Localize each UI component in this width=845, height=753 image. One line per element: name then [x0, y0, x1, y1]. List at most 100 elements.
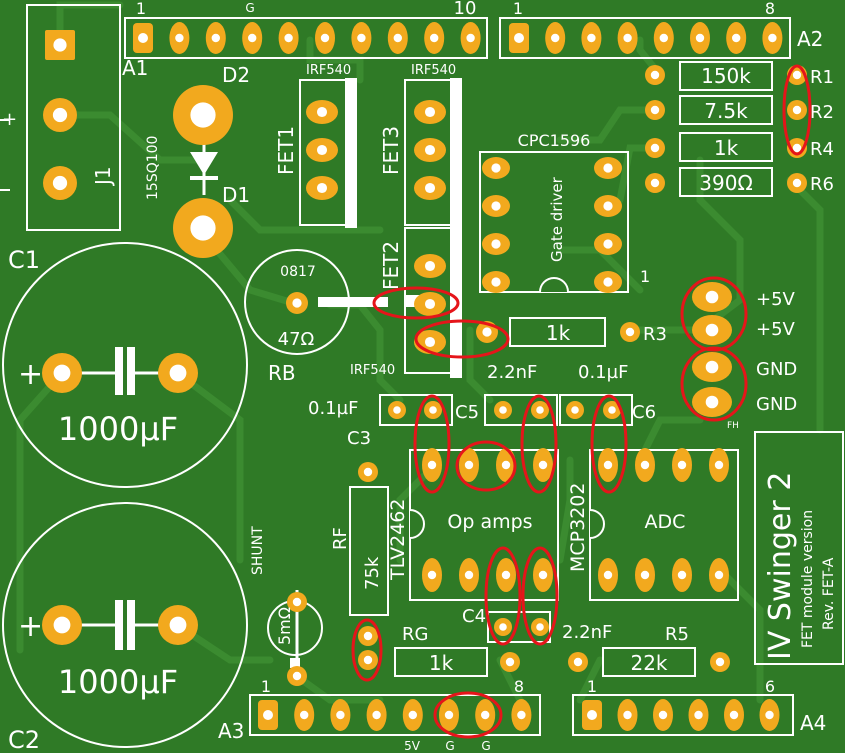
a3-pin-7-hole: [481, 710, 490, 720]
a2-pin-2-hole: [551, 33, 560, 43]
rcol-left-pad-2-hole: [650, 105, 660, 115]
a2-pin1-label: 1: [513, 0, 523, 18]
c2-value: 1000µF: [58, 663, 178, 701]
a1-pin-3-hole: [211, 33, 220, 43]
j1-pin-2-hole: [52, 107, 68, 123]
highlight-mark-6: [413, 394, 451, 494]
rb-label: RB: [268, 361, 296, 385]
a1-pin-2-hole: [175, 33, 184, 43]
a1-pin-g-label: G: [245, 1, 254, 15]
r3-label: R3: [643, 324, 667, 345]
gate-driver-pin-6-hole: [603, 239, 613, 249]
fet1-pin-2-hole: [316, 144, 328, 156]
pads-layer: [42, 22, 807, 731]
fet3-pin-1-hole: [424, 106, 436, 118]
a4-pin-6-hole: [765, 710, 774, 720]
fet3-part: IRF540: [411, 63, 456, 78]
r3-pad-right-hole: [625, 327, 635, 337]
a2-pin-5-hole: [659, 33, 668, 43]
opamp-bot-pin-4-hole: [538, 570, 548, 580]
a3-pin-3-hole: [336, 710, 345, 720]
highlight-mark-7: [455, 440, 517, 492]
a3-pin-8-hole: [517, 710, 526, 720]
c3-value: 0.1µF: [308, 398, 358, 419]
fet2-pin-1-hole: [424, 260, 436, 272]
a1-pin-5-hole: [284, 33, 293, 43]
j1-pin-1-hole: [53, 38, 67, 52]
r6-label: R6: [810, 174, 834, 195]
a2-pin-1-hole: [514, 33, 524, 43]
a1-pin-7-hole: [357, 33, 366, 43]
fet3-pin-3-hole: [424, 182, 436, 194]
fet3-pin-2-hole: [424, 144, 436, 156]
c5-label: C5: [455, 402, 479, 423]
annotation-marks: [351, 64, 812, 739]
a3-pin-5-hole: [408, 710, 417, 720]
rcol-right-pad-2-hole: [792, 105, 802, 115]
shunt-label: SHUNT: [250, 526, 266, 575]
fet2-part: IRF540: [350, 363, 395, 378]
rf-pad-bot-hole: [363, 631, 373, 641]
a4-pin-3-hole: [658, 710, 668, 720]
a4-pin1-label: 1: [587, 677, 597, 696]
a2-label: A2: [797, 27, 823, 51]
gnd-label-2: GND: [756, 394, 797, 415]
a3-pin-1-hole: [263, 710, 273, 720]
a2-pin-7-hole: [732, 33, 741, 43]
adc-bot-pin-1-hole: [603, 570, 613, 580]
c2-plus: +: [18, 609, 43, 644]
a4-pin-1-hole: [587, 710, 597, 720]
board-title: IV Swinger 2: [763, 472, 798, 660]
c2-pad-pos-hole: [53, 616, 71, 634]
highlight-mark-10: [484, 546, 522, 646]
r5-value: 22k: [630, 651, 667, 675]
rcol-left-pad-3-hole: [650, 143, 660, 153]
r1-value: 150k: [701, 64, 751, 88]
rb-value: 47Ω: [278, 329, 315, 350]
j1-outline: [26, 4, 121, 231]
rb-code: 0817: [280, 264, 316, 280]
rcol-right-pad-3-hole: [792, 143, 802, 153]
d2-pad-hole: [190, 102, 216, 128]
c2-outline: [2, 502, 248, 748]
smallcap-pad-4-hole: [536, 406, 544, 414]
board-subtitle-1: FET module version: [800, 510, 816, 648]
r5-pad-left-hole: [573, 657, 583, 667]
a3-label: A3: [218, 719, 244, 743]
fet1-pin-3-hole: [316, 182, 328, 194]
opamp-label: Op amps: [447, 511, 532, 533]
fet1-part: IRF540: [306, 63, 351, 78]
adc-bot-pin-3-hole: [677, 570, 687, 580]
title-box: [754, 431, 844, 665]
adc-part: MCP3202: [567, 483, 589, 572]
c1-pad-neg-hole: [169, 364, 187, 382]
d1-label: D1: [222, 183, 250, 207]
a1-pin-6-hole: [320, 33, 330, 43]
a1-pin10-label: 10: [454, 0, 477, 19]
board-subtitle-2: Rev. FET-A: [821, 557, 837, 630]
gate-driver-pin1: 1: [640, 267, 650, 286]
a1-pin-1-hole: [138, 33, 148, 43]
opamp-top-pin-4-hole: [538, 460, 548, 470]
adc-label: ADC: [645, 511, 686, 533]
p5v-pad-1-hole: [705, 290, 719, 304]
a4-pin-4-hole: [694, 710, 703, 720]
highlight-mark-4: [680, 276, 748, 352]
gate-driver-pin-5-hole: [603, 277, 613, 287]
highlight-mark-11: [521, 546, 559, 646]
adc-top-pin-4-hole: [714, 460, 724, 470]
smallcap-pad-1-hole: [393, 406, 401, 414]
adc-top-pin-3-hole: [677, 460, 687, 470]
fet1-pin-1-hole: [316, 106, 328, 118]
fh-label: FH: [727, 421, 739, 431]
c4-pad-1-hole: [499, 623, 507, 631]
adc-bot-pin-2-hole: [640, 570, 650, 580]
opamp-bot-pin-1-hole: [427, 570, 437, 580]
gate-driver-pin-2-hole: [491, 201, 501, 211]
adc-top-pin-1-hole: [603, 460, 613, 470]
a3-pin1-label: 1: [261, 677, 271, 696]
r3-value: 1k: [546, 321, 571, 345]
a1-pin1-label: 1: [136, 0, 146, 18]
j1-label: J1: [91, 166, 115, 187]
highlight-mark-2: [372, 286, 460, 320]
